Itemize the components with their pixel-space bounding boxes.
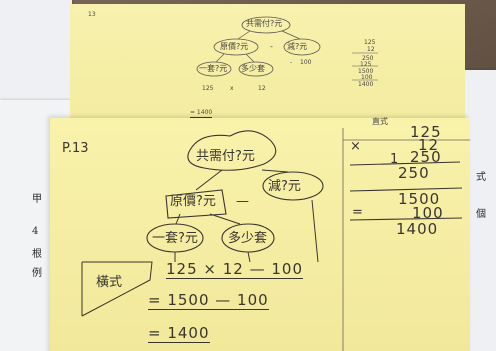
printed-char: 個	[476, 209, 486, 220]
back-calc-line: 125	[364, 39, 376, 46]
calc-equals: =	[352, 205, 363, 220]
equation-line-2: = 1500 — 100	[148, 291, 269, 310]
calc-row: 12	[418, 136, 440, 154]
back-right-bubble-text: 減?元	[287, 42, 308, 51]
front-yellow-sheet	[50, 118, 470, 351]
back-calc-line: 100	[361, 74, 373, 81]
calc-row: 250	[398, 164, 430, 182]
back-calc-line: 12	[367, 46, 375, 53]
equation-line-3: = 1400	[148, 324, 210, 343]
front-each-bubble-text: 一套?元	[152, 231, 198, 246]
back-top-bubble-text: 共需付?元	[246, 19, 283, 28]
back-answer: = 1400	[190, 109, 213, 118]
calc-row: 1400	[396, 220, 439, 238]
formula-label: 橫式	[96, 275, 123, 290]
front-page-label: P.13	[62, 141, 89, 156]
front-top-bubble-text: 共需付?元	[196, 149, 255, 164]
front-right-bubble-text: 減?元	[268, 179, 301, 194]
back-value: 125	[202, 85, 214, 92]
back-value: 100	[300, 59, 312, 66]
back-left-bubble-text: 原價?元	[220, 42, 249, 51]
back-each-bubble-text: 一套?元	[199, 64, 228, 73]
back-value: x	[230, 85, 234, 92]
back-minus: -	[270, 42, 273, 51]
front-count-bubble-text: 多少套	[228, 231, 268, 246]
back-count-bubble-text: 多少套	[241, 64, 265, 73]
printed-char: 例	[32, 268, 42, 279]
calc-row: 100	[412, 204, 444, 222]
printed-char: 甲	[32, 194, 42, 205]
calc-row: 250	[410, 148, 442, 166]
back-value: -	[290, 59, 293, 66]
back-calc-line: 1500	[358, 68, 374, 75]
back-yellow-sheet	[70, 4, 465, 120]
back-calc-line: 1400	[358, 81, 374, 88]
calc-carry: 1	[390, 152, 399, 167]
calc-header: 直式	[372, 117, 388, 126]
printed-char: 4	[32, 226, 39, 237]
calc-row: 1500	[398, 190, 441, 208]
calc-times: ×	[350, 139, 361, 154]
calc-row: 125	[410, 123, 442, 141]
back-page-label: 13	[88, 11, 96, 18]
printed-char: 式	[476, 172, 486, 183]
equation-line-1: 125 × 12 — 100	[166, 260, 303, 279]
front-left-bubble-text: 原價?元	[170, 194, 216, 209]
back-calc-line: 125	[360, 61, 372, 68]
back-calc-line: 250	[362, 55, 374, 62]
front-minus: —	[236, 194, 249, 209]
back-value: 12	[258, 85, 266, 92]
printed-char: 根	[32, 249, 42, 260]
